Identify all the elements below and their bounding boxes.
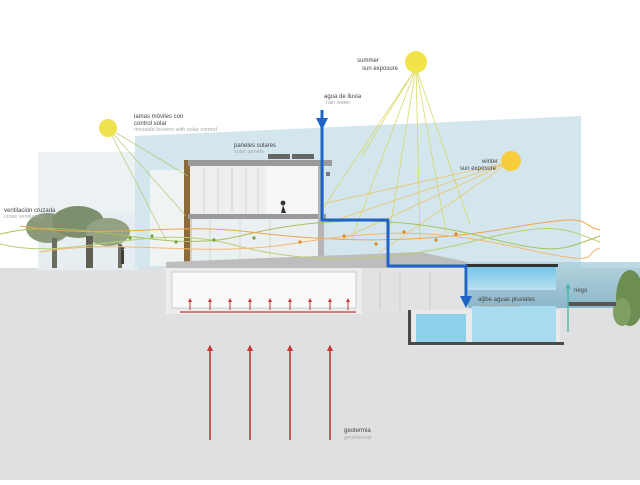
label-solar-panels: paneles solares solar panels [234, 143, 276, 155]
label-louvers: lamas móviles con control solar movable … [134, 114, 217, 133]
label-rainwater-tank: aljibe aguas pluviales rainwater reserve [478, 297, 535, 309]
label-cross-ventilation: ventilación cruzada cross ventilation [4, 208, 56, 220]
rainwater-tank-label: aljibe aguas pluviales [478, 297, 535, 303]
sun-icon [99, 119, 117, 137]
tree-icon [613, 270, 640, 326]
summer-sun-line1: summer [357, 58, 379, 64]
geothermal-label: geotermia [344, 428, 371, 434]
person-icon [120, 246, 125, 264]
person-icon [280, 200, 286, 213]
summer-sun-line2: sun exposure [362, 66, 399, 72]
winter-sun-rays [321, 161, 511, 253]
terrace-wall [568, 302, 616, 306]
label-summer-sun: summer sun exposure [357, 58, 399, 72]
louver-sun-rays [107, 127, 189, 241]
label-riego: riego [574, 288, 588, 294]
solar-panels-label: paneles solares [234, 143, 276, 149]
label-rain-water: agua de lluvia rain water [324, 94, 362, 106]
cross-ventilation-label: ventilación cruzada [4, 208, 56, 214]
winter-sun-line1: winter [481, 159, 498, 165]
ventilation-particles [128, 230, 458, 246]
cross-ventilation-flow [0, 219, 601, 260]
sun-icon [501, 151, 521, 171]
label-geothermal: geotermia geothermal [344, 428, 372, 441]
rainwater-pipe [320, 110, 468, 302]
louvers-line1: lamas móviles con [134, 114, 183, 120]
rainwater-tank [408, 306, 564, 346]
geothermal-sublabel: geothermal [344, 435, 372, 441]
cross-ventilation-sublabel: cross ventilation [4, 214, 43, 220]
riego-label: riego [574, 288, 588, 294]
building [150, 160, 332, 268]
winter-sun-line2: sun exposure [460, 166, 497, 172]
louvers-line2: control solar [134, 121, 167, 127]
sun-icon [405, 51, 427, 73]
solar-panels-sublabel: solar panels [234, 149, 264, 155]
label-winter-sun: winter sun exposure [460, 159, 498, 172]
geothermal-probes [206, 344, 334, 440]
solar-panel-icon [268, 154, 314, 159]
rain-water-sublabel: rain water [326, 100, 350, 106]
basement [166, 268, 468, 314]
rainwater-tank-sublabel: rainwater reserve [478, 303, 521, 309]
rain-water-label: agua de lluvia [324, 94, 362, 100]
louvers-sublabel: movable louvers with solar control [134, 127, 217, 133]
summer-sun-rays [321, 67, 471, 241]
pool [466, 264, 558, 290]
geothermal-heat-arrows [188, 298, 350, 310]
